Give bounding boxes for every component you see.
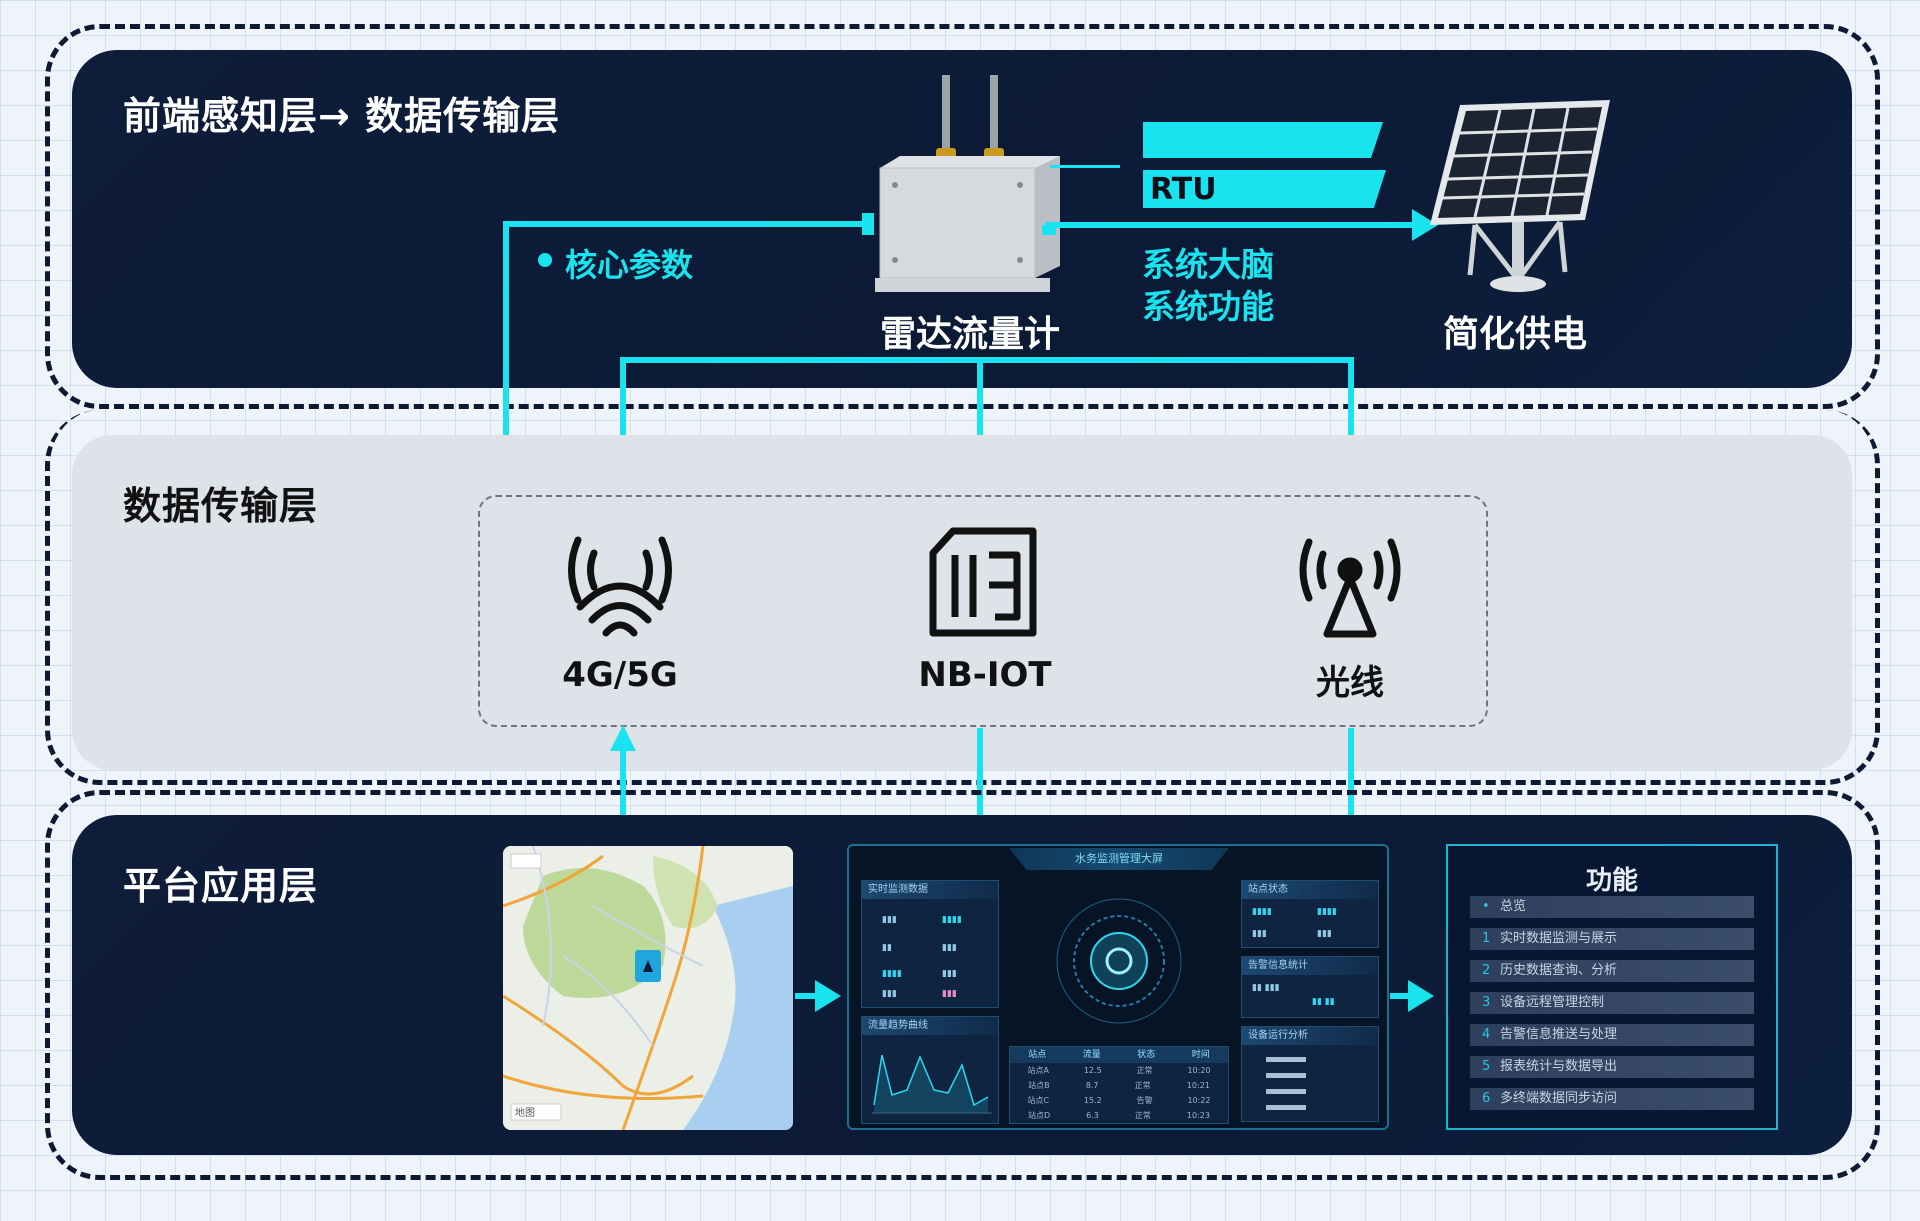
power-supply-label: 简化供电 xyxy=(1442,314,1587,355)
layer-frame-top xyxy=(45,24,1880,409)
channel-label-4g5g: 4G/5G xyxy=(562,655,678,695)
connector-core-params-horizontal xyxy=(503,221,870,227)
connector-dashboard-to-features xyxy=(1390,993,1412,999)
layer-title-platform: 平台应用层 xyxy=(123,864,319,908)
dashboard-title-bar xyxy=(1009,848,1229,870)
rtu-bar xyxy=(1143,170,1386,208)
rtu-desc-line1: 系统大脑 xyxy=(1142,245,1274,284)
connector-bus-drop-fiber xyxy=(1348,357,1354,467)
channel-label-nbiot: NB-IOT xyxy=(918,655,1052,695)
connector-bus-drop-4g xyxy=(620,357,626,467)
channel-label-fiber: 光线 xyxy=(1316,663,1384,703)
arrow-up-to-4g xyxy=(610,725,636,751)
connector-fiber-to-dashboard xyxy=(1348,728,1354,820)
features-title: 功能 xyxy=(1585,866,1638,896)
dashboard-card-status: 站点状态 ▮▮▮▮ ▮▮▮▮ ▮▮▮ ▮▮▮ xyxy=(1241,880,1379,948)
connector-to-power xyxy=(1045,222,1415,228)
dashboard-card-alarms: 告警信息统计 ▮▮ ▮▮▮ ▮▮ ▮▮ xyxy=(1241,956,1379,1018)
connector-4g-to-map xyxy=(620,745,626,820)
connector-nbiot-to-dashboard xyxy=(977,728,983,820)
core-params-dot-icon xyxy=(538,253,552,267)
dashboard-card-analysis: 设备运行分析 xyxy=(1241,1026,1379,1122)
connector-bus-horizontal xyxy=(620,357,1354,363)
connector-core-params-vertical xyxy=(503,221,509,449)
device-port-left xyxy=(862,213,874,235)
monitoring-dashboard[interactable]: 水务监测管理大屏 实时监测数据 ▮▮▮ ▮▮▮▮ ▮▮ ▮▮▮ ▮▮▮▮ ▮▮▮… xyxy=(847,844,1389,1130)
layer-panel-transmission xyxy=(72,435,1852,770)
radar-flowmeter-label: 雷达流量计 xyxy=(879,314,1060,355)
rtu-desc-line2: 系统功能 xyxy=(1142,287,1274,326)
rtu-connector-stub xyxy=(1050,165,1120,168)
connector-bus-drop-nbiot xyxy=(977,357,983,467)
feature-item: •总览 xyxy=(1470,896,1754,918)
dashboard-card-realtime: 实时监测数据 ▮▮▮ ▮▮▮▮ ▮▮ ▮▮▮ ▮▮▮▮ ▮▮▮ ▮▮▮ ▮▮▮ xyxy=(861,880,999,1008)
layer-title-transmission: 数据传输层 xyxy=(123,484,319,528)
arrow-dashboard-to-features xyxy=(1408,980,1434,1012)
dashboard-title: 水务监测管理大屏 xyxy=(1075,852,1163,865)
rtu-label: RTU xyxy=(1150,172,1217,207)
dashboard-card-trend: 流量趋势曲线 xyxy=(861,1016,999,1124)
connector-map-to-dashboard xyxy=(795,993,819,999)
arrow-map-to-dashboard xyxy=(815,980,841,1012)
map-view[interactable]: 地图 xyxy=(503,846,793,1130)
wireless-signal-icon xyxy=(560,525,680,640)
antenna-tower-icon xyxy=(1295,530,1405,642)
channels-group xyxy=(478,495,1488,727)
sim-card-icon xyxy=(925,525,1040,640)
map-caption: 地图 xyxy=(515,1108,535,1119)
solar-panel-icon xyxy=(1430,100,1615,295)
radar-flowmeter-icon xyxy=(870,70,1070,300)
dashboard-center-hologram xyxy=(1019,886,1219,1036)
layer-frame-middle xyxy=(45,410,1880,785)
layer-frame-bottom xyxy=(45,790,1880,1180)
rtu-bar-upper xyxy=(1143,122,1383,158)
layer-title-perception: 前端感知层→ 数据传输层 xyxy=(123,94,561,138)
core-params-label: 核心参数 xyxy=(565,246,694,284)
